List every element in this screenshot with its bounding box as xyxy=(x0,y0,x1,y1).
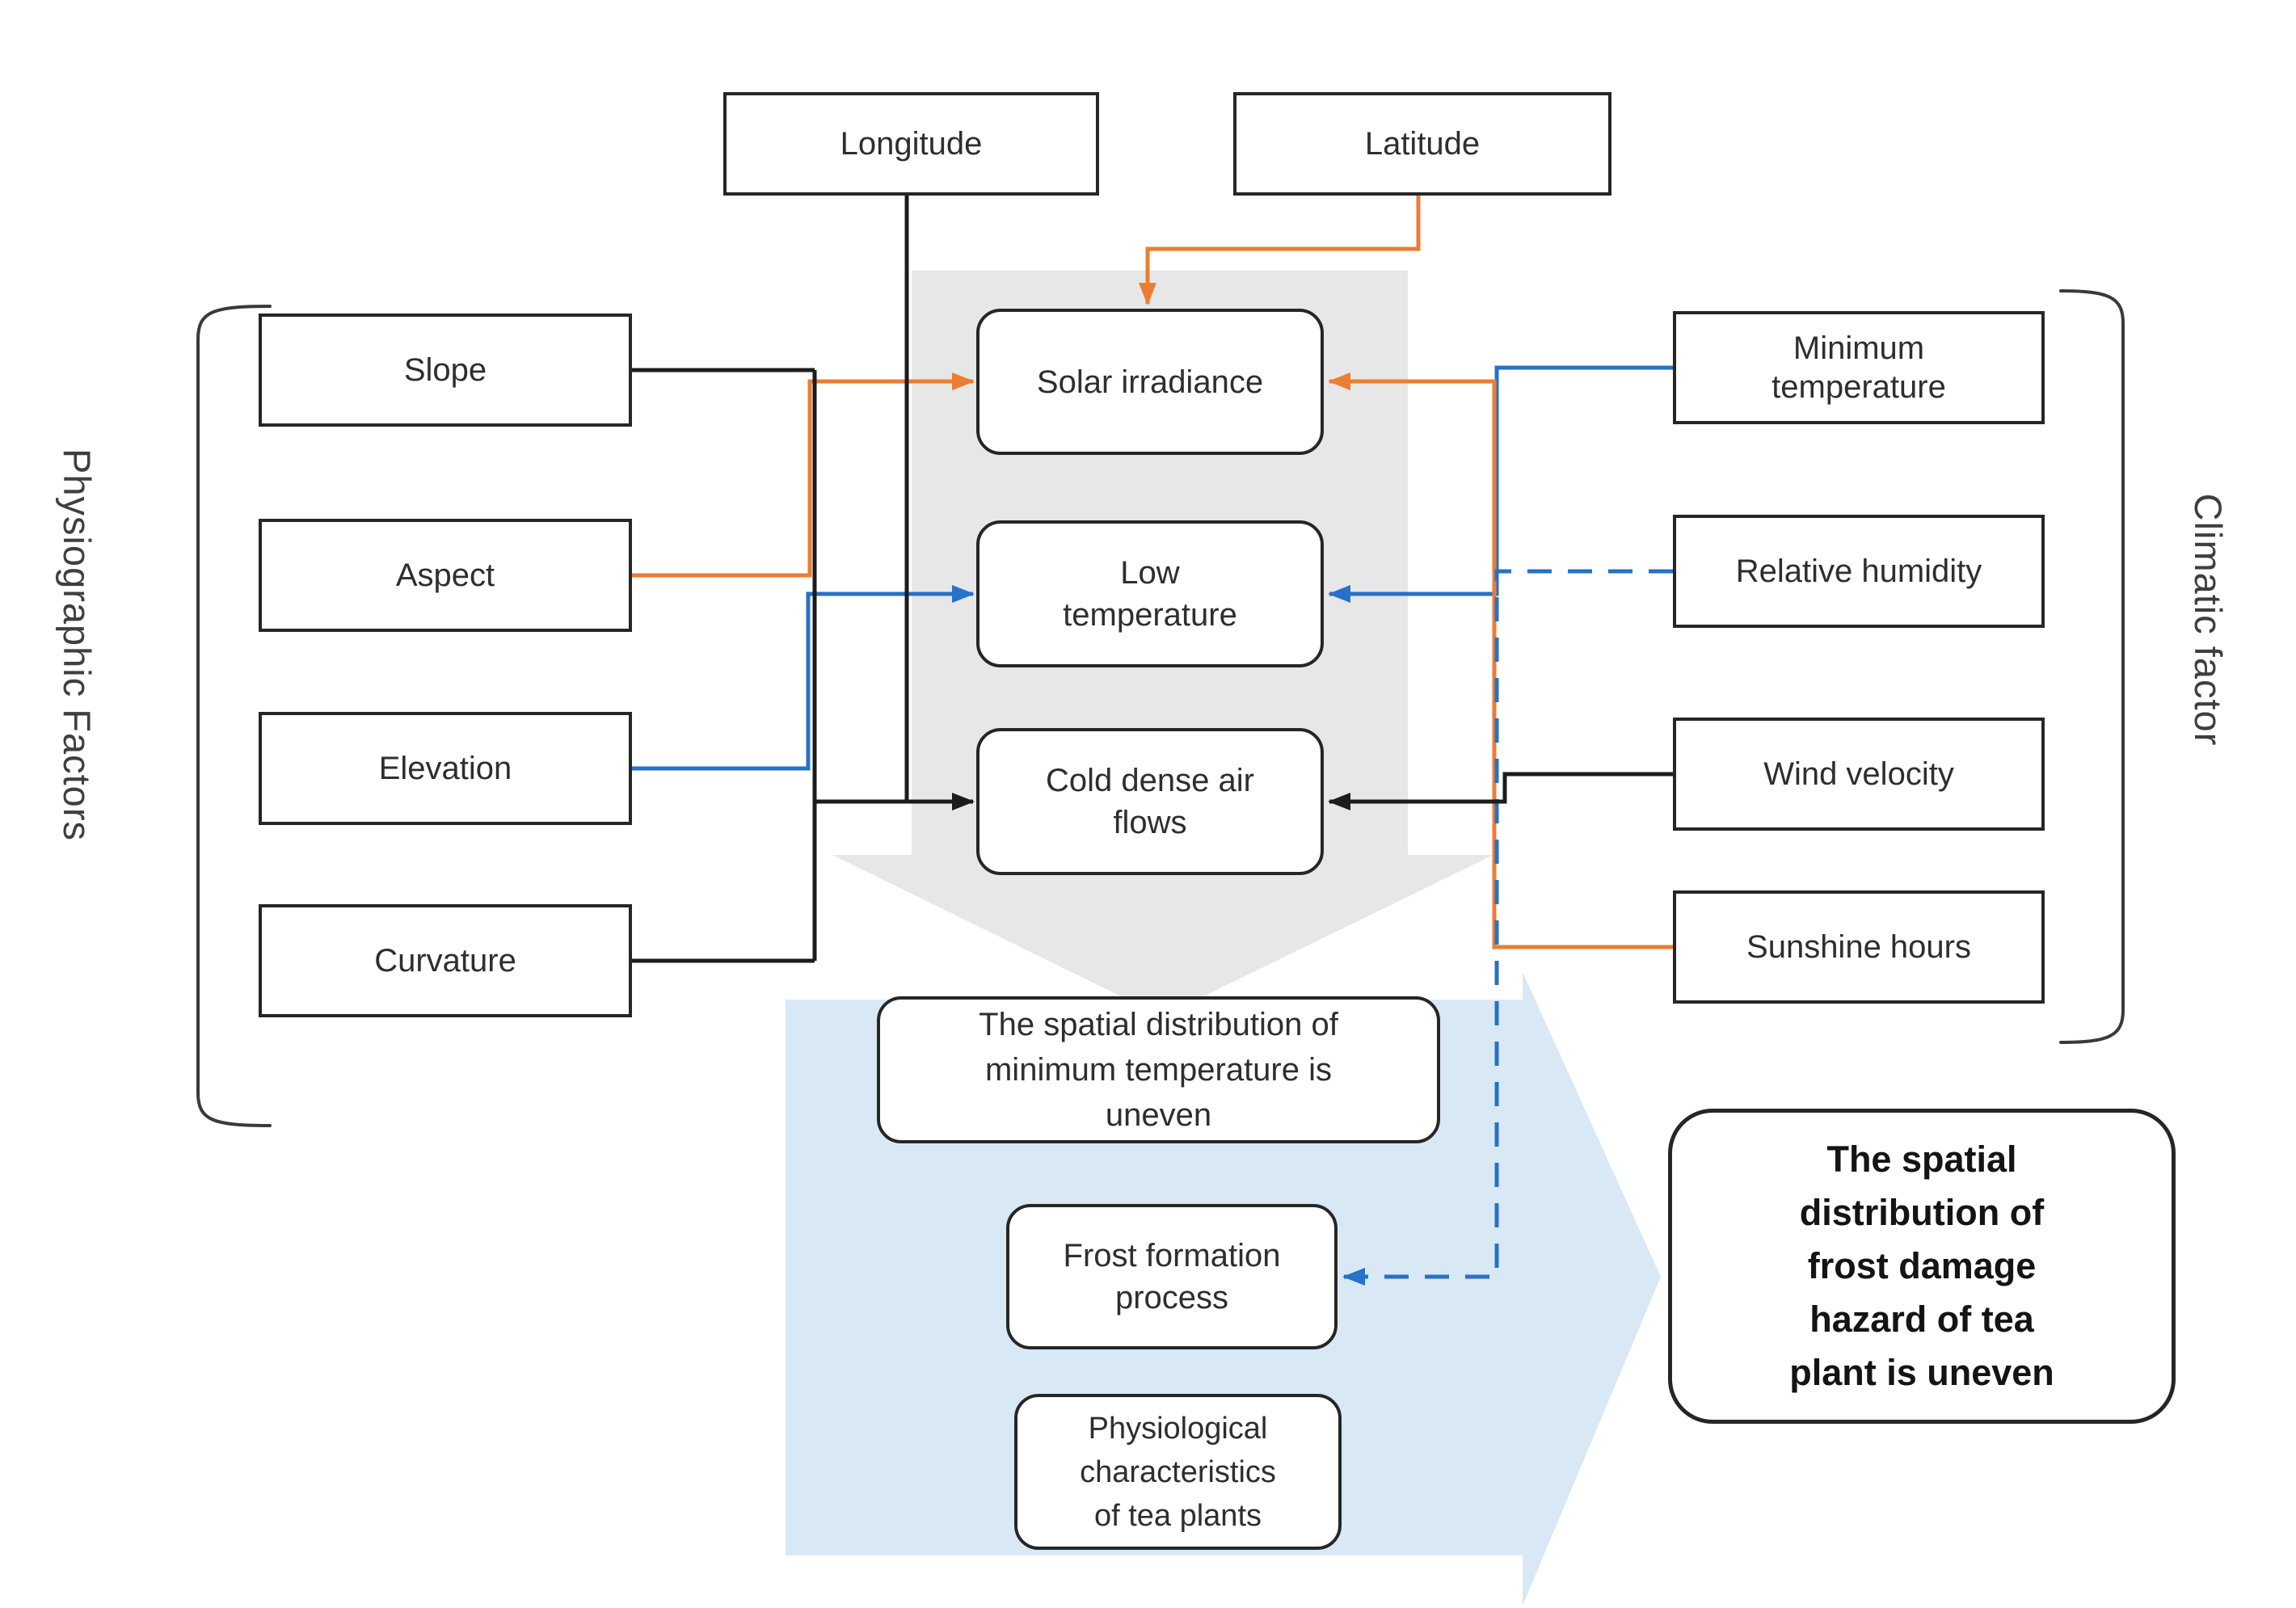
box-elevation-label: Elevation xyxy=(378,751,512,786)
physiographic-factors-label: Physiographic Factors xyxy=(56,448,99,841)
left-bracket xyxy=(196,305,272,1127)
box-solar-irradiance: Solar irradiance xyxy=(976,309,1324,455)
box-aspect-label: Aspect xyxy=(395,558,495,593)
box-sunshine-hours-label: Sunshine hours xyxy=(1746,929,1971,965)
box-conclusion: The spatial distribution of frost damage… xyxy=(1668,1109,2176,1424)
box-spatial-distribution-min-temp: The spatial distribution of minimum temp… xyxy=(877,996,1440,1143)
box-conclusion-line1: The spatial xyxy=(1826,1139,2017,1180)
edge-latitude-to-solar-irradiance xyxy=(1139,196,1421,305)
edge-wind-velocity-to-cold-air xyxy=(1328,772,1673,810)
edge-min-temperature-to-low-temperature xyxy=(1328,365,1673,603)
box-conclusion-line2: distribution of xyxy=(1799,1192,2045,1233)
box-physiological-line2: characteristics xyxy=(1080,1454,1276,1489)
box-minimum-temperature-line2: temperature xyxy=(1772,369,1946,405)
edge-aspect-to-solar-irradiance xyxy=(632,373,975,578)
box-sunshine-hours: Sunshine hours xyxy=(1673,890,2045,1004)
edge-relative-humidity-to-frost-formation-dashed xyxy=(1342,569,1673,1286)
box-spatial-distribution-min-temp-line3: uneven xyxy=(1105,1097,1212,1133)
box-slope-label: Slope xyxy=(403,352,487,388)
box-frost-formation-process: Frost formation process xyxy=(1006,1204,1338,1349)
box-minimum-temperature: Minimum temperature xyxy=(1673,311,2045,424)
box-slope: Slope xyxy=(259,314,632,427)
box-conclusion-line5: plant is uneven xyxy=(1789,1352,2054,1393)
box-latitude: Latitude xyxy=(1233,92,1611,196)
box-latitude-label: Latitude xyxy=(1364,126,1481,162)
box-conclusion-line4: hazard of tea xyxy=(1809,1299,2034,1340)
box-aspect: Aspect xyxy=(259,519,632,632)
box-longitude: Longitude xyxy=(723,92,1099,196)
box-relative-humidity-label: Relative humidity xyxy=(1735,554,1982,589)
box-frost-formation-line2: process xyxy=(1114,1280,1229,1315)
box-frost-formation-line1: Frost formation xyxy=(1063,1238,1281,1273)
box-physiological-characteristics: Physiological characteristics of tea pla… xyxy=(1014,1394,1342,1550)
edge-elevation-to-low-temperature xyxy=(632,585,975,771)
box-physiological-line3: of tea plants xyxy=(1093,1498,1262,1533)
box-curvature: Curvature xyxy=(259,904,632,1017)
box-cold-dense-air-flows-line2: flows xyxy=(1113,805,1187,840)
box-minimum-temperature-line1: Minimum xyxy=(1793,330,1925,366)
climatic-factor-label: Climatic factor xyxy=(2187,493,2230,747)
box-wind-velocity: Wind velocity xyxy=(1673,718,2045,831)
box-physiological-line1: Physiological xyxy=(1088,1411,1268,1446)
right-bracket xyxy=(2059,289,2125,1044)
box-spatial-distribution-min-temp-line2: minimum temperature is xyxy=(984,1052,1332,1088)
box-cold-dense-air-flows: Cold dense air flows xyxy=(976,728,1324,875)
box-low-temperature: Low temperature xyxy=(976,520,1324,667)
box-cold-dense-air-flows-line1: Cold dense air xyxy=(1046,763,1254,798)
box-solar-irradiance-label: Solar irradiance xyxy=(1036,364,1264,400)
box-curvature-label: Curvature xyxy=(374,943,516,979)
box-spatial-distribution-min-temp-line1: The spatial distribution of xyxy=(979,1007,1338,1042)
box-longitude-label: Longitude xyxy=(840,126,983,162)
box-low-temperature-line2: temperature xyxy=(1063,597,1237,633)
box-wind-velocity-label: Wind velocity xyxy=(1763,756,1954,792)
box-conclusion-line3: frost damage xyxy=(1807,1245,2037,1286)
box-elevation: Elevation xyxy=(259,712,632,825)
box-relative-humidity: Relative humidity xyxy=(1673,515,2045,628)
edge-sunshine-hours-to-solar-irradiance xyxy=(1328,373,1673,949)
box-low-temperature-line1: Low xyxy=(1120,555,1180,591)
